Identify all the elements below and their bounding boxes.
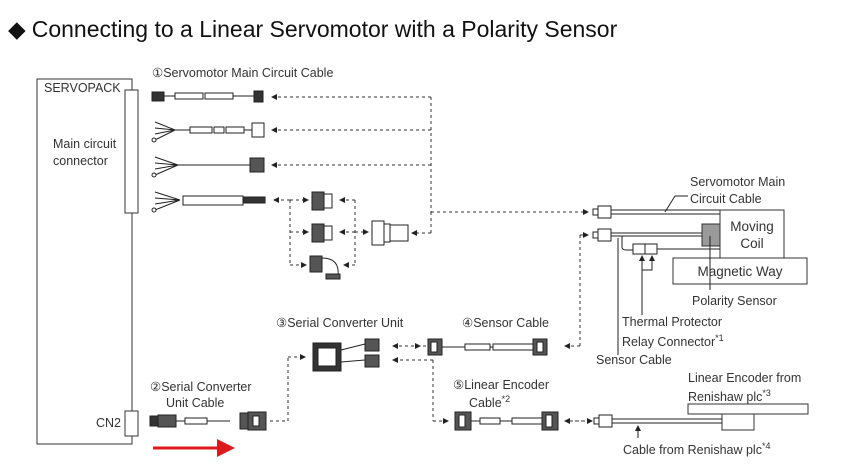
serial-converter-unit[interactable] bbox=[312, 338, 380, 372]
sensor-cable-label: Sensor Cable bbox=[596, 353, 672, 367]
main-cable-variant-3[interactable] bbox=[151, 156, 265, 178]
adapter-connector-straight-2[interactable] bbox=[311, 223, 333, 243]
magnetic-way-box bbox=[672, 257, 808, 285]
servopack-label: SERVOPACK bbox=[44, 81, 121, 95]
thermal-protector-label-2: Relay Connector*1 bbox=[622, 331, 724, 350]
diamond-bullet-icon: ◆ bbox=[8, 16, 26, 42]
encoder-read-head bbox=[721, 413, 755, 431]
cable-5-note: *2 bbox=[501, 394, 511, 404]
cable-4-label: ④Sensor Cable bbox=[462, 316, 549, 331]
moving-coil-box bbox=[719, 209, 785, 259]
cable-2-marker: ② bbox=[150, 380, 162, 394]
cable-1-text: Servomotor Main Circuit Cable bbox=[163, 66, 334, 80]
polarity-sensor-block bbox=[701, 223, 721, 247]
motor-main-cable-label-2: Circuit Cable bbox=[690, 192, 762, 206]
linear-encoder-note: *3 bbox=[762, 388, 771, 398]
renishaw-cable-text: Cable from Renishaw plc bbox=[623, 443, 762, 458]
motor-main-plug[interactable] bbox=[592, 205, 720, 219]
main-circuit-connector-label-2: connector bbox=[53, 154, 108, 168]
cable-2-label-line1: ②Serial Converter bbox=[150, 380, 252, 395]
page-title: ◆Connecting to a Linear Servomotor with … bbox=[8, 16, 617, 43]
renishaw-cable[interactable] bbox=[593, 414, 722, 428]
cn2-label: CN2 bbox=[96, 416, 122, 430]
cable-1-marker: ① bbox=[152, 66, 164, 80]
sensor-cable-4[interactable] bbox=[427, 338, 548, 356]
motor-main-cable-label-1: Servomotor Main bbox=[690, 175, 786, 189]
cn2-connector[interactable] bbox=[124, 410, 139, 437]
cable-2-label-line2: Unit Cable bbox=[166, 396, 225, 410]
adapter-connector-straight-1[interactable] bbox=[311, 191, 333, 211]
thermal-protector-label-1: Thermal Protector bbox=[622, 315, 723, 329]
main-cable-variant-2[interactable] bbox=[151, 121, 265, 143]
cable-3-marker: ③ bbox=[276, 316, 288, 330]
thermal-protector-text-2: Relay Connector bbox=[622, 335, 716, 350]
cable-5-label-line1: ⑤Linear Encoder bbox=[453, 378, 549, 393]
cable-3-text: Serial Converter Unit bbox=[287, 316, 404, 330]
servopack-box bbox=[36, 78, 133, 445]
page-title-text: Connecting to a Linear Servomotor with a… bbox=[31, 16, 618, 42]
magnetic-way-label: Magnetic Way bbox=[697, 264, 783, 279]
cable-5-text-1: Linear Encoder bbox=[464, 378, 549, 392]
polarity-sensor-label: Polarity Sensor bbox=[692, 294, 777, 308]
cable-5-label-line2: Cable*2 bbox=[469, 392, 510, 411]
linear-encoder-label-1: Linear Encoder from bbox=[688, 371, 802, 385]
moving-coil-text-2: Coil bbox=[740, 236, 764, 251]
serial-converter-unit-cable-2[interactable] bbox=[149, 411, 267, 431]
cable-4-marker: ④ bbox=[462, 316, 474, 330]
renishaw-cable-label: Cable from Renishaw plc*4 bbox=[623, 439, 770, 458]
thermal-protector-note: *1 bbox=[715, 333, 724, 343]
sensor-plug[interactable] bbox=[592, 228, 720, 251]
main-cable-variant-4[interactable] bbox=[151, 191, 266, 213]
adapter-connector-angled[interactable] bbox=[309, 255, 341, 280]
cable-3-label: ③Serial Converter Unit bbox=[276, 316, 403, 331]
moving-coil-text-1: Moving bbox=[730, 219, 774, 234]
linear-encoder-scale bbox=[687, 403, 809, 415]
main-cable-variant-1[interactable] bbox=[151, 90, 264, 103]
cable-5-marker: ⑤ bbox=[453, 378, 465, 392]
cable-4-text: Sensor Cable bbox=[473, 316, 549, 330]
main-circuit-connector-label-1: Main circuit bbox=[53, 137, 117, 151]
motor-side-connector[interactable] bbox=[371, 220, 409, 246]
linear-encoder-label-2: Renishaw plc*3 bbox=[688, 386, 771, 405]
cable-5-text-2: Cable bbox=[469, 396, 502, 411]
cable-1-label: ①Servomotor Main Circuit Cable bbox=[152, 66, 333, 81]
main-circuit-connector bbox=[124, 89, 139, 214]
linear-encoder-text-2: Renishaw plc bbox=[688, 390, 763, 405]
linear-encoder-cable-5[interactable] bbox=[454, 411, 559, 431]
renishaw-cable-note: *4 bbox=[761, 441, 771, 451]
moving-coil-label: Moving Coil bbox=[720, 218, 784, 252]
cable-2-text-1: Serial Converter bbox=[161, 380, 252, 394]
